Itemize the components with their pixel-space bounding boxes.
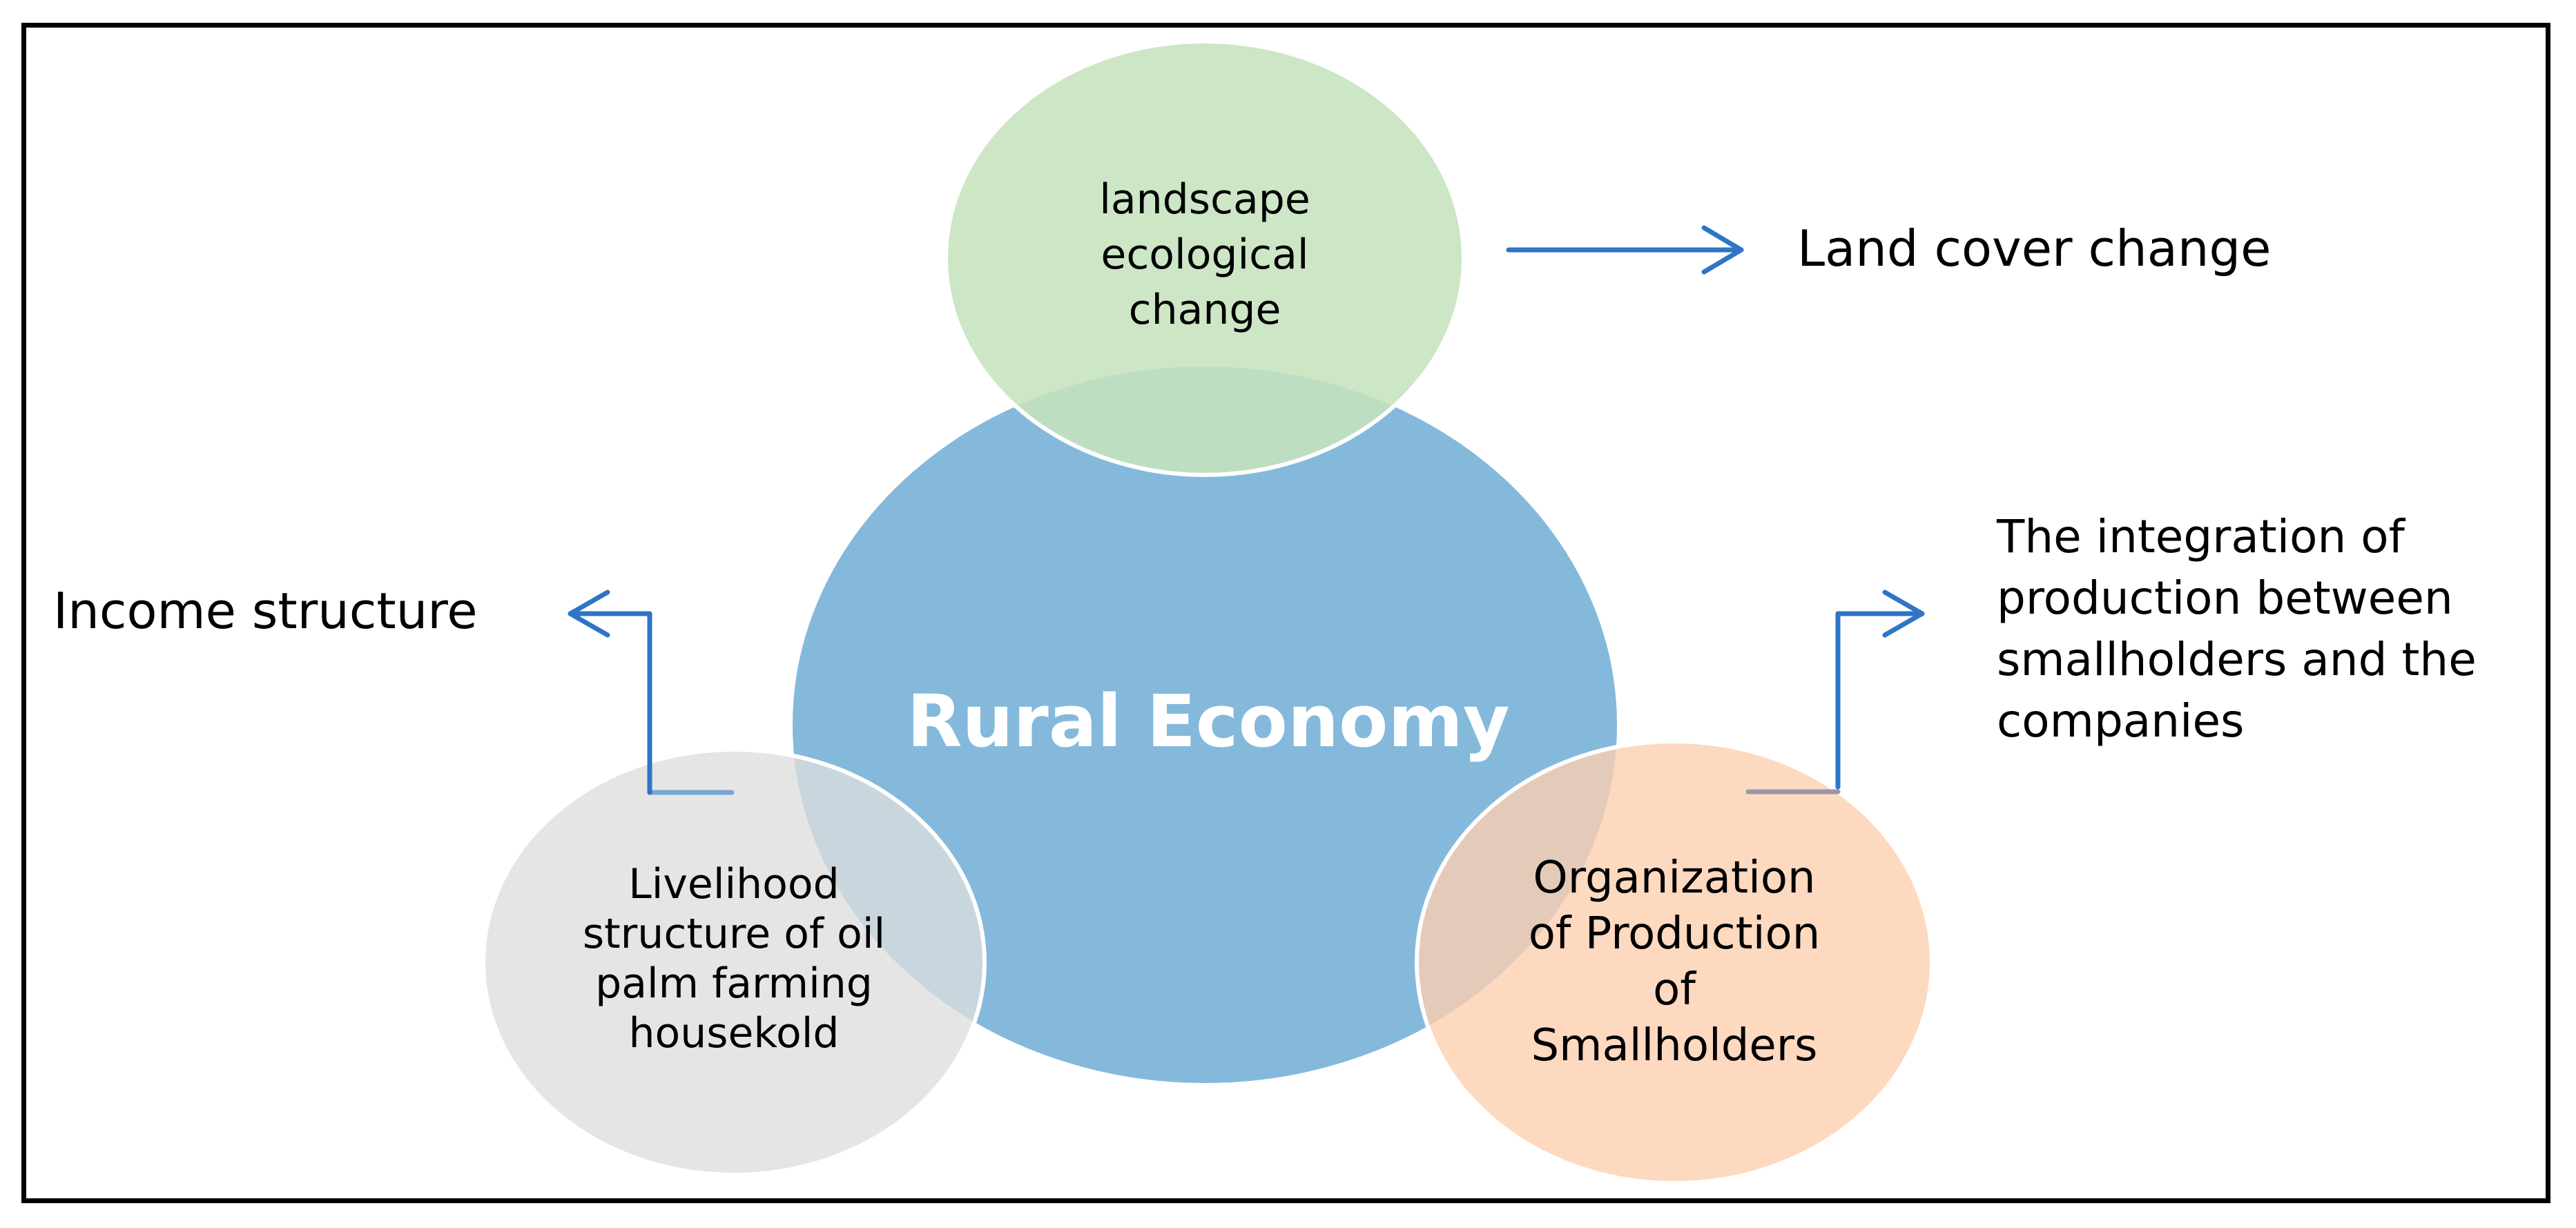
integration-label: The integration of production between sm… <box>1997 510 2477 748</box>
arrow-income <box>568 589 735 795</box>
land-cover-label: Land cover change <box>1797 220 2272 277</box>
organization-circle <box>1415 739 1934 1185</box>
landscape-label: landscape ecological change <box>1099 175 1310 334</box>
livelihood-label: Livelihood structure of oil palm farming… <box>582 860 886 1058</box>
rural-economy-title: Rural Economy <box>907 679 1510 763</box>
landscape-circle <box>944 39 1466 477</box>
income-structure-label: Income structure <box>53 582 478 640</box>
livelihood-circle <box>481 748 987 1177</box>
arrow-land-cover <box>1506 225 1744 275</box>
arrow-integration <box>1745 589 1925 795</box>
organization-label: Organization of Production of Smallholde… <box>1528 852 1821 1071</box>
